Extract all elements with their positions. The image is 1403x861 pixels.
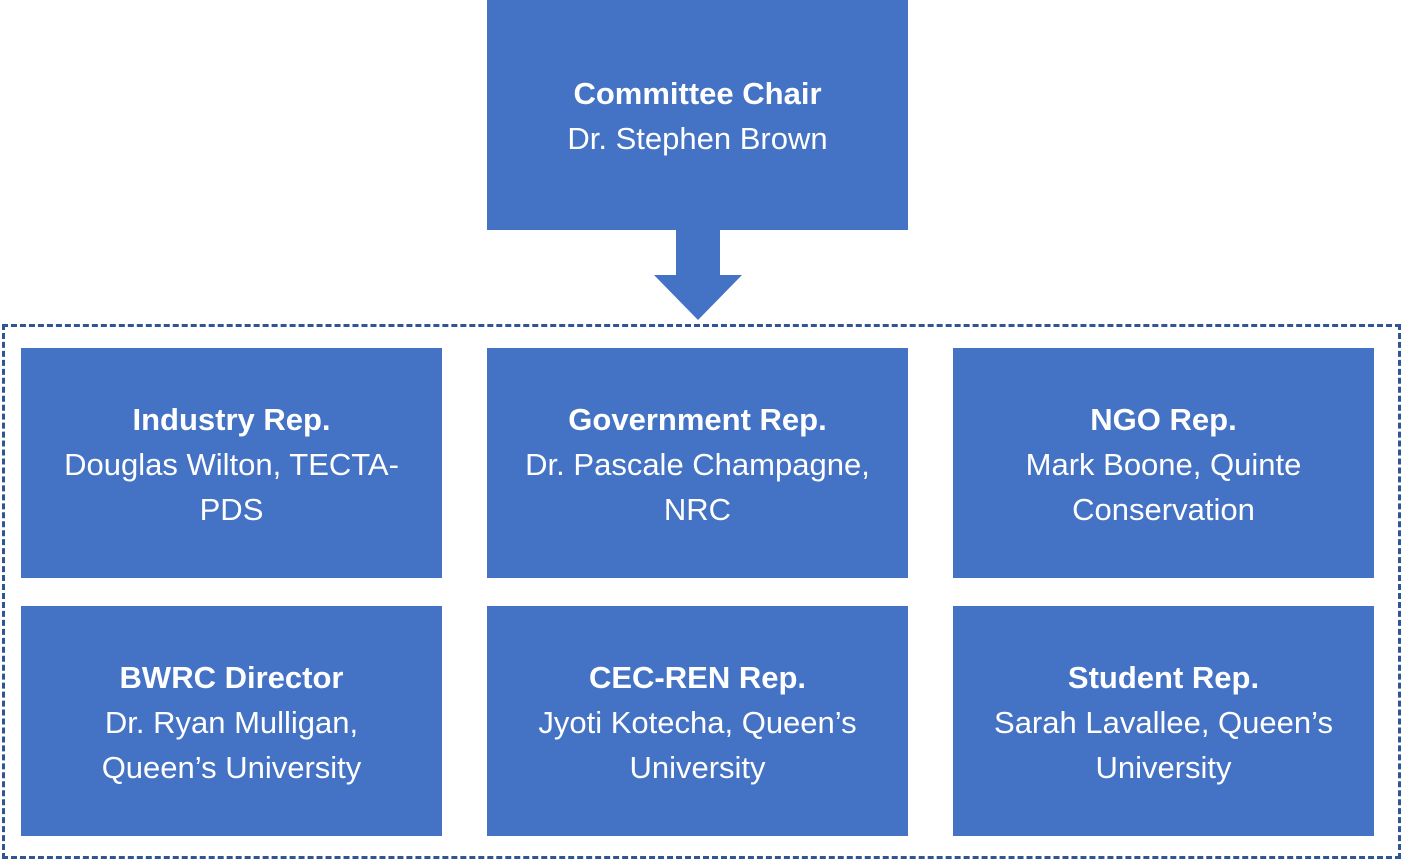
member-box-cec-ren-rep: CEC-REN Rep. Jyoti Kotecha, Queen’s Univ… xyxy=(487,606,908,836)
committee-members-group xyxy=(2,324,1401,859)
member-role-label: Student Rep. xyxy=(1067,660,1260,695)
member-person-name: Douglas Wilton, TECTA-PDS xyxy=(64,447,399,527)
member-box-ngo-rep: NGO Rep. Mark Boone, Quinte Conservation xyxy=(953,348,1374,578)
member-box-bwrc-director: BWRC Director Dr. Ryan Mulligan, Queen’s… xyxy=(21,606,442,836)
committee-chair-box: Committee Chair Dr. Stephen Brown xyxy=(487,0,908,230)
member-person-name: Mark Boone, Quinte Conservation xyxy=(1025,447,1302,527)
member-box-student-rep: Student Rep. Sarah Lavallee, Queen’s Uni… xyxy=(953,606,1374,836)
member-person-name: Dr. Pascale Champagne, NRC xyxy=(525,447,870,527)
member-person-name: Dr. Ryan Mulligan, Queen’s University xyxy=(101,705,362,785)
member-person-name: Jyoti Kotecha, Queen’s University xyxy=(538,705,857,785)
member-person-name: Sarah Lavallee, Queen’s University xyxy=(994,705,1333,785)
chair-person-name: Dr. Stephen Brown xyxy=(567,121,828,156)
member-box-government-rep: Government Rep. Dr. Pascale Champagne, N… xyxy=(487,348,908,578)
member-role-label: Industry Rep. xyxy=(132,402,331,437)
member-role-label: Government Rep. xyxy=(568,402,827,437)
member-role-label: BWRC Director xyxy=(119,660,344,695)
chair-role-label: Committee Chair xyxy=(573,76,822,111)
down-arrow-icon xyxy=(654,230,742,320)
member-box-industry-rep: Industry Rep. Douglas Wilton, TECTA-PDS xyxy=(21,348,442,578)
member-role-label: CEC-REN Rep. xyxy=(588,660,806,695)
member-role-label: NGO Rep. xyxy=(1090,402,1237,437)
